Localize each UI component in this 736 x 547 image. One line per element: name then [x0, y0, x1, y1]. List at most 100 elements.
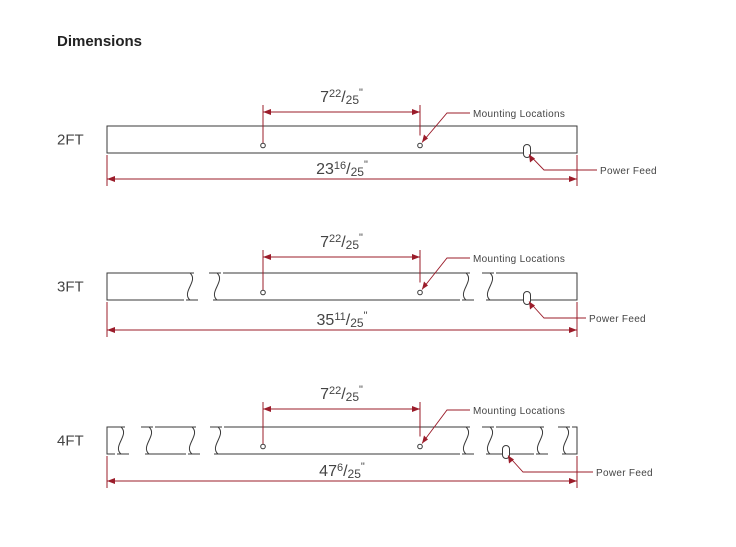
break-curve [145, 426, 153, 455]
mount-spacing-value-whole: 7 [320, 386, 329, 403]
break-curve [462, 426, 470, 455]
mount-spacing-value-slash: / [341, 386, 346, 403]
feed-leader-line [528, 301, 586, 319]
mount-spacing-value: 722/25" [320, 232, 363, 252]
dimension-arrowhead [412, 406, 420, 412]
break-curve [536, 426, 544, 455]
mount-spacing-value: 722/25" [320, 384, 363, 404]
mount-spacing-value-denominator: 25 [346, 390, 360, 404]
fixture-size-label: 4FT [57, 433, 84, 450]
mounting-hole [260, 142, 266, 149]
overall-length-value-numerator: 16 [334, 160, 346, 172]
dimension-arrowhead [107, 327, 115, 333]
break-curve [486, 426, 494, 455]
overall-length-value-denominator: 25 [350, 316, 364, 330]
mount-spacing-value-slash: / [341, 89, 346, 106]
leader-arrowhead [422, 134, 428, 143]
break-curve [188, 426, 196, 455]
dimension-arrowhead [569, 478, 577, 484]
leader-arrowhead [508, 455, 514, 464]
overall-length-value-slash: / [346, 161, 351, 178]
overall-length-value: 476/25" [319, 461, 365, 481]
overall-length-value-numerator: 6 [337, 462, 343, 474]
overall-length-value-whole: 35 [317, 312, 335, 329]
dimension-arrowhead [569, 176, 577, 182]
dimension-arrowhead [107, 176, 115, 182]
mounting-locations-label: Mounting Locations [473, 109, 565, 120]
overall-length-value-denominator: 25 [348, 467, 362, 481]
break-curve [562, 426, 570, 455]
break-curve [186, 272, 194, 301]
leader-arrowhead [529, 154, 535, 163]
overall-length-value-unit: " [364, 310, 368, 322]
break-gap [115, 425, 155, 456]
overall-length-value-whole: 23 [316, 161, 334, 178]
mount-spacing-value-unit: " [359, 384, 363, 396]
mount-spacing-value-numerator: 22 [329, 385, 341, 397]
mounting-locations-label: Mounting Locations [473, 406, 565, 417]
break-curve [214, 426, 222, 455]
fixture-body [106, 125, 578, 154]
overall-length-value-slash: / [346, 312, 351, 329]
mount-spacing-value-denominator: 25 [346, 238, 360, 252]
overall-length-value-denominator: 25 [351, 165, 365, 179]
fixture-size-label: 2FT [57, 132, 84, 149]
dimension-arrowhead [263, 109, 271, 115]
break-curve [213, 272, 221, 301]
dimension-arrowhead [412, 254, 420, 260]
mount-spacing-value-unit: " [359, 232, 363, 244]
fixture-body [106, 272, 578, 301]
mount-spacing-value: 722/25" [320, 87, 363, 107]
overall-length-value-slash: / [343, 463, 348, 480]
mount-spacing-value-whole: 7 [320, 234, 329, 251]
dimension-arrowhead [263, 254, 271, 260]
leader-arrowhead [422, 281, 428, 290]
overall-length-value: 3511/25" [317, 310, 368, 330]
mounting-locations-label: Mounting Locations [473, 254, 565, 265]
mount-leader-line [421, 257, 470, 290]
power-feed-slot [523, 144, 531, 158]
power-feed-label: Power Feed [589, 314, 646, 325]
mounting-hole [260, 289, 266, 296]
break-curve [117, 426, 125, 455]
power-feed-slot [523, 291, 531, 305]
leader-arrowhead [529, 301, 535, 310]
break-gap [460, 271, 496, 302]
mounting-hole [417, 142, 423, 149]
dimension-arrowhead [569, 327, 577, 333]
power-feed-label: Power Feed [596, 468, 653, 479]
mount-spacing-value-unit: " [359, 87, 363, 99]
break-curve [462, 272, 470, 301]
overall-length-value: 2316/25" [316, 159, 368, 179]
break-curve [486, 272, 494, 301]
fixture-size-label: 3FT [57, 279, 84, 296]
overall-length-value-numerator: 11 [334, 311, 345, 323]
mounting-hole [260, 443, 266, 450]
mount-spacing-value-denominator: 25 [346, 93, 360, 107]
mount-spacing-value-slash: / [341, 234, 346, 251]
mount-spacing-value-whole: 7 [320, 89, 329, 106]
dimension-arrowhead [107, 478, 115, 484]
dimension-arrowhead [412, 109, 420, 115]
overall-length-value-whole: 47 [319, 463, 337, 480]
leader-arrowhead [422, 435, 428, 444]
feed-leader-line [507, 455, 593, 473]
feed-leader-line [528, 154, 597, 171]
overall-length-value-unit: " [364, 159, 368, 171]
mounting-hole [417, 443, 423, 450]
fixture-body [106, 426, 578, 455]
break-gap [460, 425, 496, 456]
power-feed-label: Power Feed [600, 166, 657, 177]
dimension-arrowhead [263, 406, 271, 412]
mount-leader-line [421, 409, 470, 444]
page-title: Dimensions [57, 33, 143, 50]
mounting-hole [417, 289, 423, 296]
mount-spacing-value-numerator: 22 [329, 233, 341, 245]
mount-spacing-value-numerator: 22 [329, 88, 341, 100]
mount-leader-line [421, 112, 470, 143]
power-feed-slot [502, 445, 510, 459]
